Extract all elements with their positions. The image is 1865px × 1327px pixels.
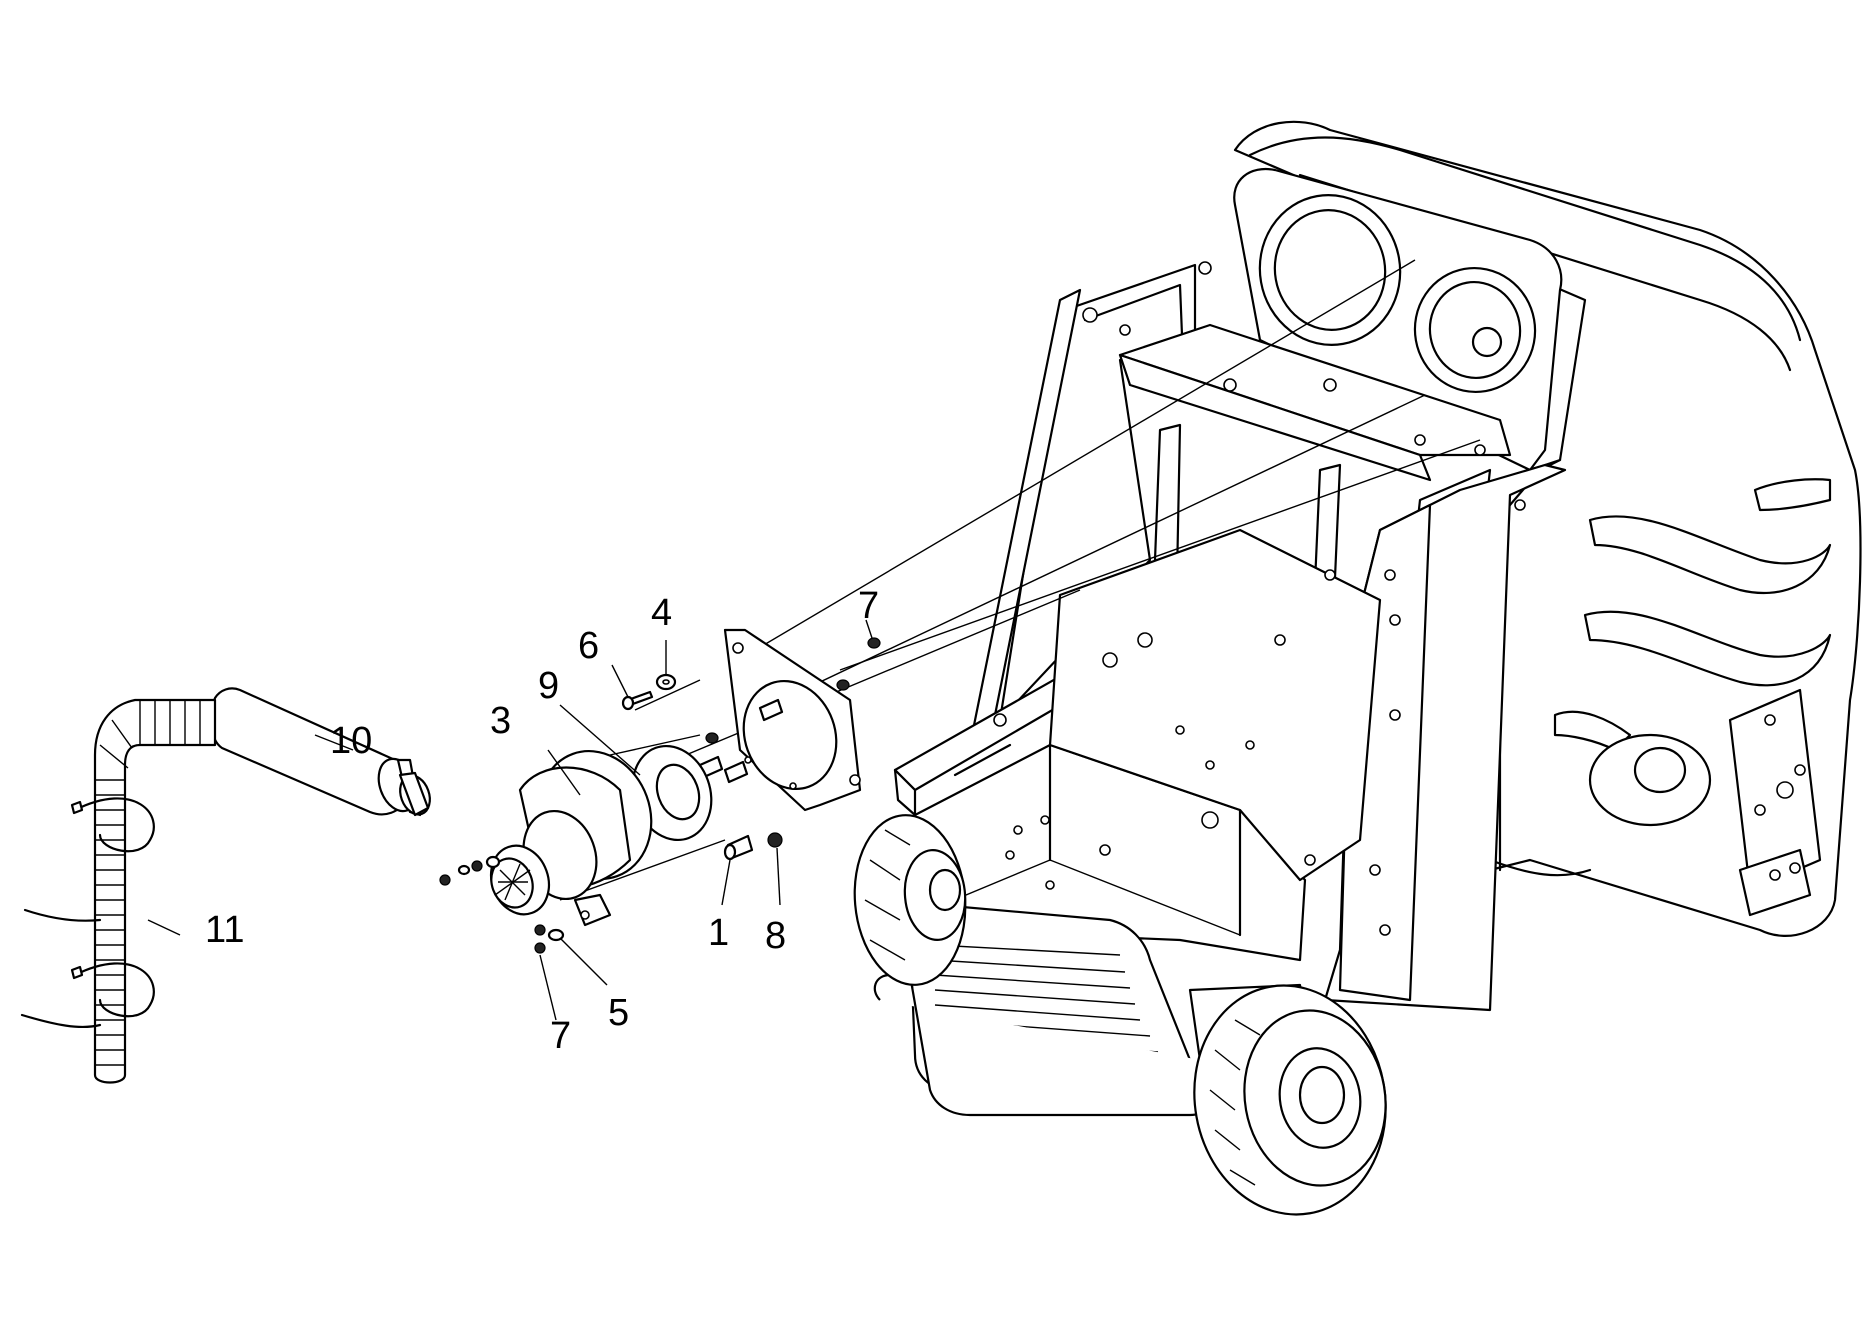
part-9-gasket	[631, 744, 713, 842]
callout-1: 1	[708, 912, 729, 954]
callout-labels: 10 3 9 6 4 7 1 8 11 5 7	[205, 585, 879, 1057]
mounting-plate	[723, 628, 862, 812]
part-7-nut-upper	[867, 637, 881, 649]
machine-body	[1233, 120, 1862, 937]
part-3-vacuum-motor	[489, 749, 653, 927]
callout-6: 6	[578, 625, 599, 667]
callout-9: 9	[538, 665, 559, 707]
part-6-screw	[621, 690, 654, 711]
frame-holes	[993, 261, 1806, 936]
callout-7-bottom: 7	[550, 1015, 571, 1057]
leader-lines	[147, 619, 873, 1021]
motor-fan-blades	[494, 863, 531, 901]
part-11-hose	[20, 698, 217, 1084]
callout-3: 3	[490, 700, 511, 742]
callout-4: 4	[651, 592, 672, 634]
part-8-nut	[767, 832, 783, 848]
front-caster-wheel	[853, 814, 967, 986]
part-10-muffler	[209, 687, 431, 817]
callout-11: 11	[205, 909, 244, 951]
callout-8: 8	[765, 915, 786, 957]
callout-7-top: 7	[858, 585, 879, 627]
chassis-frame	[873, 261, 1806, 1117]
rear-wheel	[1193, 984, 1387, 1216]
alignment-lines	[559, 259, 1481, 901]
part-4-washer	[655, 673, 677, 691]
part-7-nut-lower	[534, 942, 546, 954]
part-5-washer	[547, 928, 565, 942]
callout-5: 5	[608, 992, 629, 1034]
hose-ribs	[95, 700, 201, 1066]
part-1-spacer	[723, 834, 754, 861]
callout-10: 10	[330, 720, 372, 762]
